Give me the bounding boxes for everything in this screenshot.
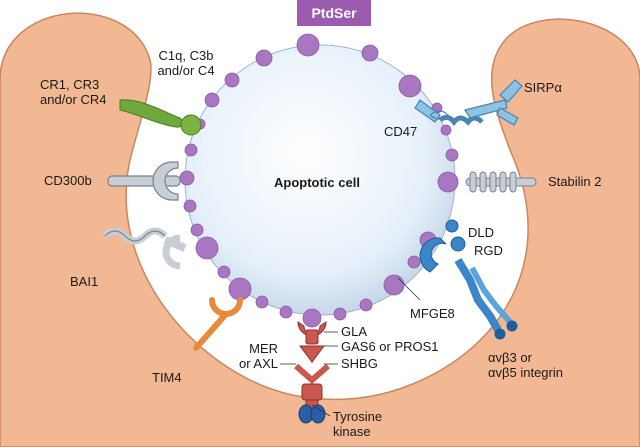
ptdser-tag: PtdSer [297, 0, 371, 26]
label-mfge8: MFGE8 [410, 306, 455, 321]
label-gas6: GAS6 or PROS1 [341, 339, 439, 354]
mfge8-integrin-complex [419, 219, 518, 340]
cd300b-receptor [107, 161, 181, 201]
label-dld: DLD [468, 225, 495, 240]
label-rgd: RGD [474, 243, 503, 258]
label-tim4: TIM4 [152, 370, 182, 385]
stabilin-2-receptor [465, 171, 537, 193]
tyrosine-kinase-domain [298, 404, 326, 424]
complement-molecule [119, 99, 202, 136]
label-cd47: CD47 [384, 124, 418, 139]
phagocyte-cell [0, 12, 640, 447]
tim4-receptor [193, 297, 243, 351]
apoptotic-cell-title: Apoptotic cell [274, 175, 360, 190]
label-stabilin-2: Stabilin 2 [548, 174, 602, 189]
label-gla: GLA [341, 324, 368, 339]
label-sirpa: SIRPα [524, 80, 562, 95]
label-bai1: BAI1 [70, 274, 99, 289]
mer-axl-receptor [294, 321, 330, 409]
sirpa-cd47-receptor [414, 79, 523, 127]
leader-lines [280, 277, 421, 417]
bai1-receptor [102, 227, 187, 270]
label-shbg: SHBG [341, 356, 378, 371]
label-cd300b: CD300b [44, 173, 92, 188]
